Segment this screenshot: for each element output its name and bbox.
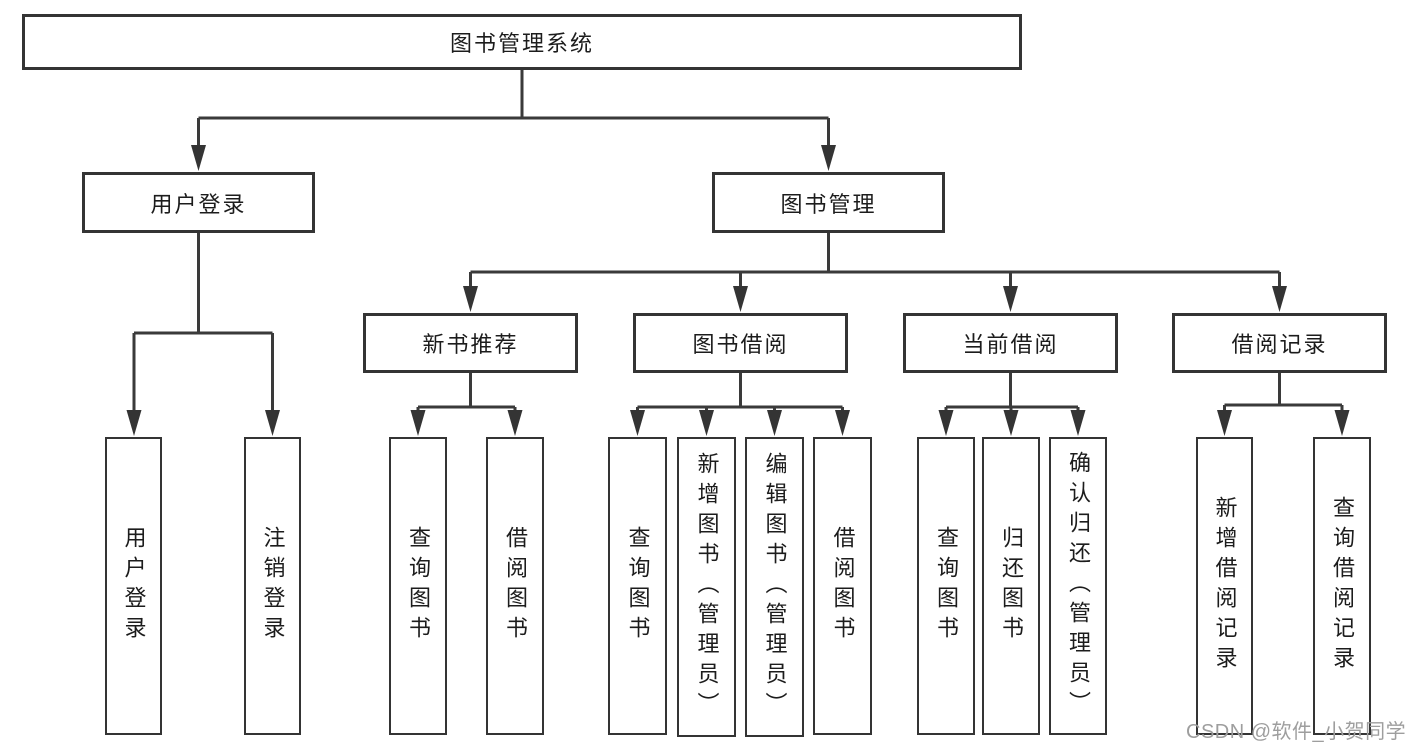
arrow-down-icon	[1272, 286, 1287, 312]
arrow-down-icon	[265, 410, 280, 436]
arrow-down-icon	[410, 410, 426, 436]
leaf-borrow-books-borrow: 借阅图书	[813, 437, 872, 735]
node-book-management: 图书管理	[712, 172, 945, 233]
arrow-down-icon	[835, 410, 850, 436]
arrow-down-icon	[699, 410, 714, 436]
arrow-down-icons	[126, 145, 1350, 436]
leaf-add-book-admin: 新增图书（管理员）	[677, 437, 736, 737]
arrow-down-icon	[463, 286, 478, 312]
watermark-text: CSDN @软件_小贺同学	[1186, 721, 1405, 743]
leaf-add-borrow-record: 新增借阅记录	[1196, 437, 1253, 735]
arrow-down-icon	[821, 145, 836, 171]
node-book-borrow: 图书借阅	[633, 313, 848, 373]
node-root: 图书管理系统	[22, 14, 1022, 70]
leaf-query-books-recommend: 查询图书	[389, 437, 447, 735]
leaf-edit-book-admin: 编辑图书（管理员）	[745, 437, 804, 737]
node-user-login: 用户登录	[82, 172, 315, 233]
arrow-down-icon	[1003, 410, 1019, 436]
leaf-logout: 注销登录	[244, 437, 301, 735]
arrow-down-icon	[938, 410, 954, 436]
leaf-query-borrow-record: 查询借阅记录	[1313, 437, 1371, 735]
arrow-down-icon	[1070, 410, 1086, 436]
node-current-borrow: 当前借阅	[903, 313, 1118, 373]
leaf-query-books-borrow: 查询图书	[608, 437, 667, 735]
leaf-user-login: 用户登录	[105, 437, 162, 735]
leaf-return-book: 归还图书	[982, 437, 1040, 735]
arrow-down-icon	[126, 410, 142, 436]
arrow-down-icon	[767, 410, 782, 436]
leaf-query-books-current: 查询图书	[917, 437, 975, 735]
leaf-confirm-return-admin: 确认归还（管理员）	[1049, 437, 1107, 735]
arrow-down-icon	[630, 410, 645, 436]
arrow-down-icon	[507, 410, 523, 436]
arrow-down-icon	[1334, 410, 1350, 436]
arrow-down-icon	[733, 286, 748, 312]
arrow-down-icon	[1003, 286, 1018, 312]
node-borrow-records: 借阅记录	[1172, 313, 1387, 373]
node-new-book-recommend: 新书推荐	[363, 313, 578, 373]
arrow-down-icon	[191, 145, 206, 171]
arrow-down-icon	[1217, 410, 1232, 436]
leaf-borrow-books-recommend: 借阅图书	[486, 437, 544, 735]
